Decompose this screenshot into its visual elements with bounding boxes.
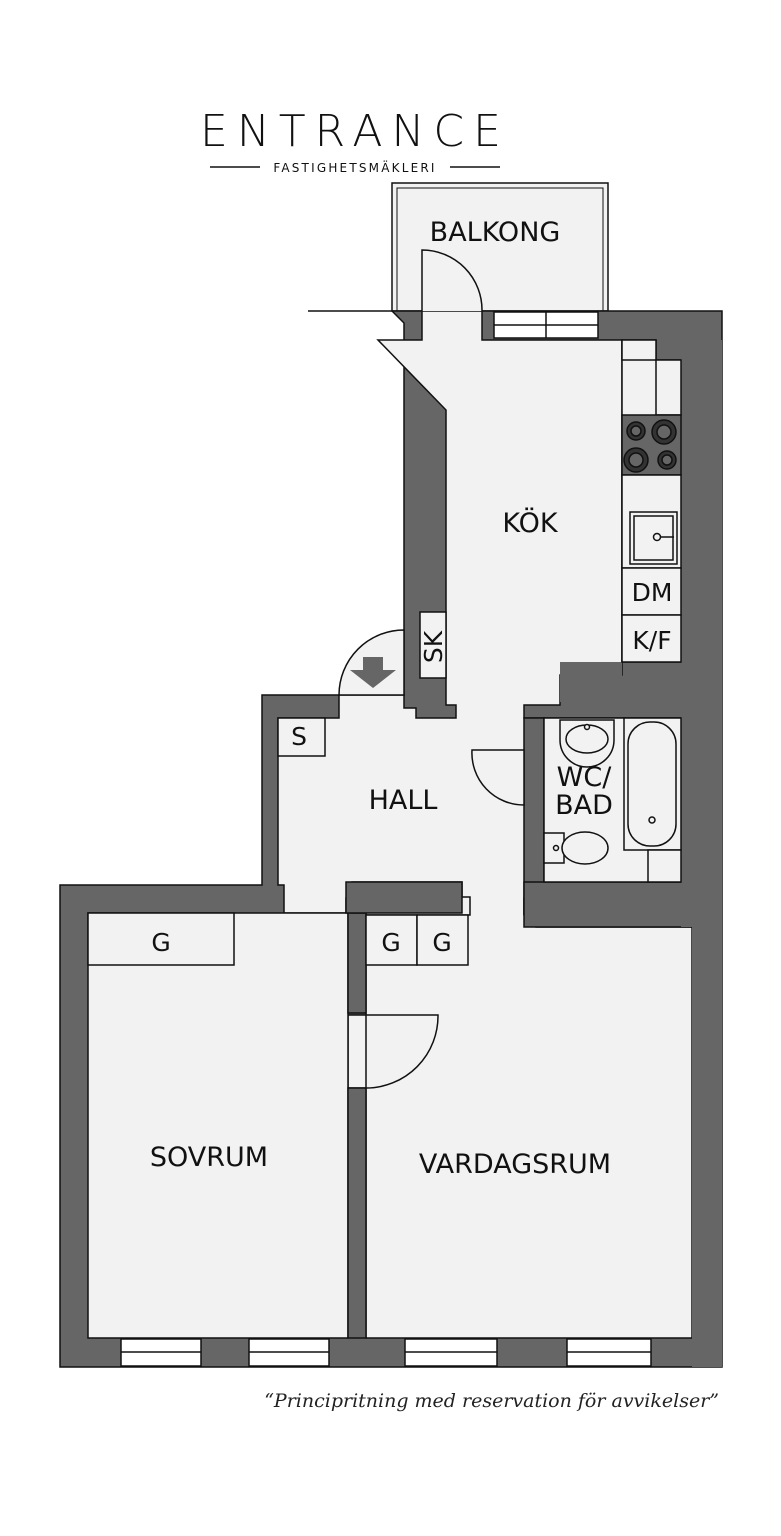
stove-burners: [623, 419, 677, 473]
wall-kitchen-right: [681, 340, 722, 927]
wall-bath-bottom: [523, 881, 693, 928]
wardrobe-sovrum: [87, 912, 235, 966]
room-label-balkong: BALKONG: [430, 217, 561, 248]
wall-hall-stub: [347, 912, 367, 1014]
label-wardrobe-hall-1: G: [381, 928, 400, 957]
room-labels: BALKONG KÖK HALL WC/ BAD SOVRUM VARDAGSR…: [150, 217, 613, 1180]
bathroom-fixtures: [543, 717, 682, 883]
door-sovrum: [365, 1014, 439, 1089]
brand-tagline: FASTIGHETSMÄKLERI: [273, 160, 436, 175]
label-fridge: K/F: [632, 626, 671, 655]
wall-living-right: [692, 915, 722, 1367]
door-balkong: [421, 249, 483, 312]
toilet-bowl: [561, 831, 609, 865]
label-wardrobe-sovrum: G: [151, 928, 170, 957]
floor-sovrum: [87, 912, 349, 1339]
brand-name: ENTRANCE: [200, 106, 510, 157]
label-wardrobe-hall-2: G: [432, 928, 451, 957]
disclaimer-text: “Principritning med reservation för avvi…: [264, 1390, 719, 1412]
faucet-icon: [652, 532, 674, 542]
fridge-box: [621, 614, 682, 663]
room-label-sovrum: SOVRUM: [150, 1142, 268, 1173]
label-s: S: [291, 722, 307, 751]
wall-kitchen-hall: [560, 662, 622, 702]
wall-hall-top: [345, 881, 463, 914]
doors: [338, 249, 525, 1089]
room-label-kok: KÖK: [502, 507, 558, 539]
wardrobe-hall-1: [365, 914, 418, 966]
entrance-arrow-icon: [350, 657, 396, 688]
fixture-labels: DM K/F SK S G G G: [151, 578, 672, 957]
storage-s: [277, 717, 326, 757]
label-dishwasher: DM: [632, 578, 673, 607]
windows: [120, 311, 652, 1367]
room-label-hall: HALL: [369, 785, 438, 816]
balcony: [391, 182, 609, 312]
room-label-bad: BAD: [555, 790, 613, 821]
room-label-vardagsrum: VARDAGSRUM: [419, 1149, 611, 1180]
storage-cabinet-sk: [419, 611, 447, 679]
wall-sovrum-vardagsrum: [347, 1087, 367, 1339]
brand-logo: ENTRANCE FASTIGHETSMÄKLERI: [200, 106, 510, 175]
room-label-wc: WC/: [557, 762, 613, 793]
wardrobe-hall-2: [416, 914, 469, 966]
door-bathroom: [471, 749, 525, 806]
label-sk: SK: [419, 630, 448, 663]
